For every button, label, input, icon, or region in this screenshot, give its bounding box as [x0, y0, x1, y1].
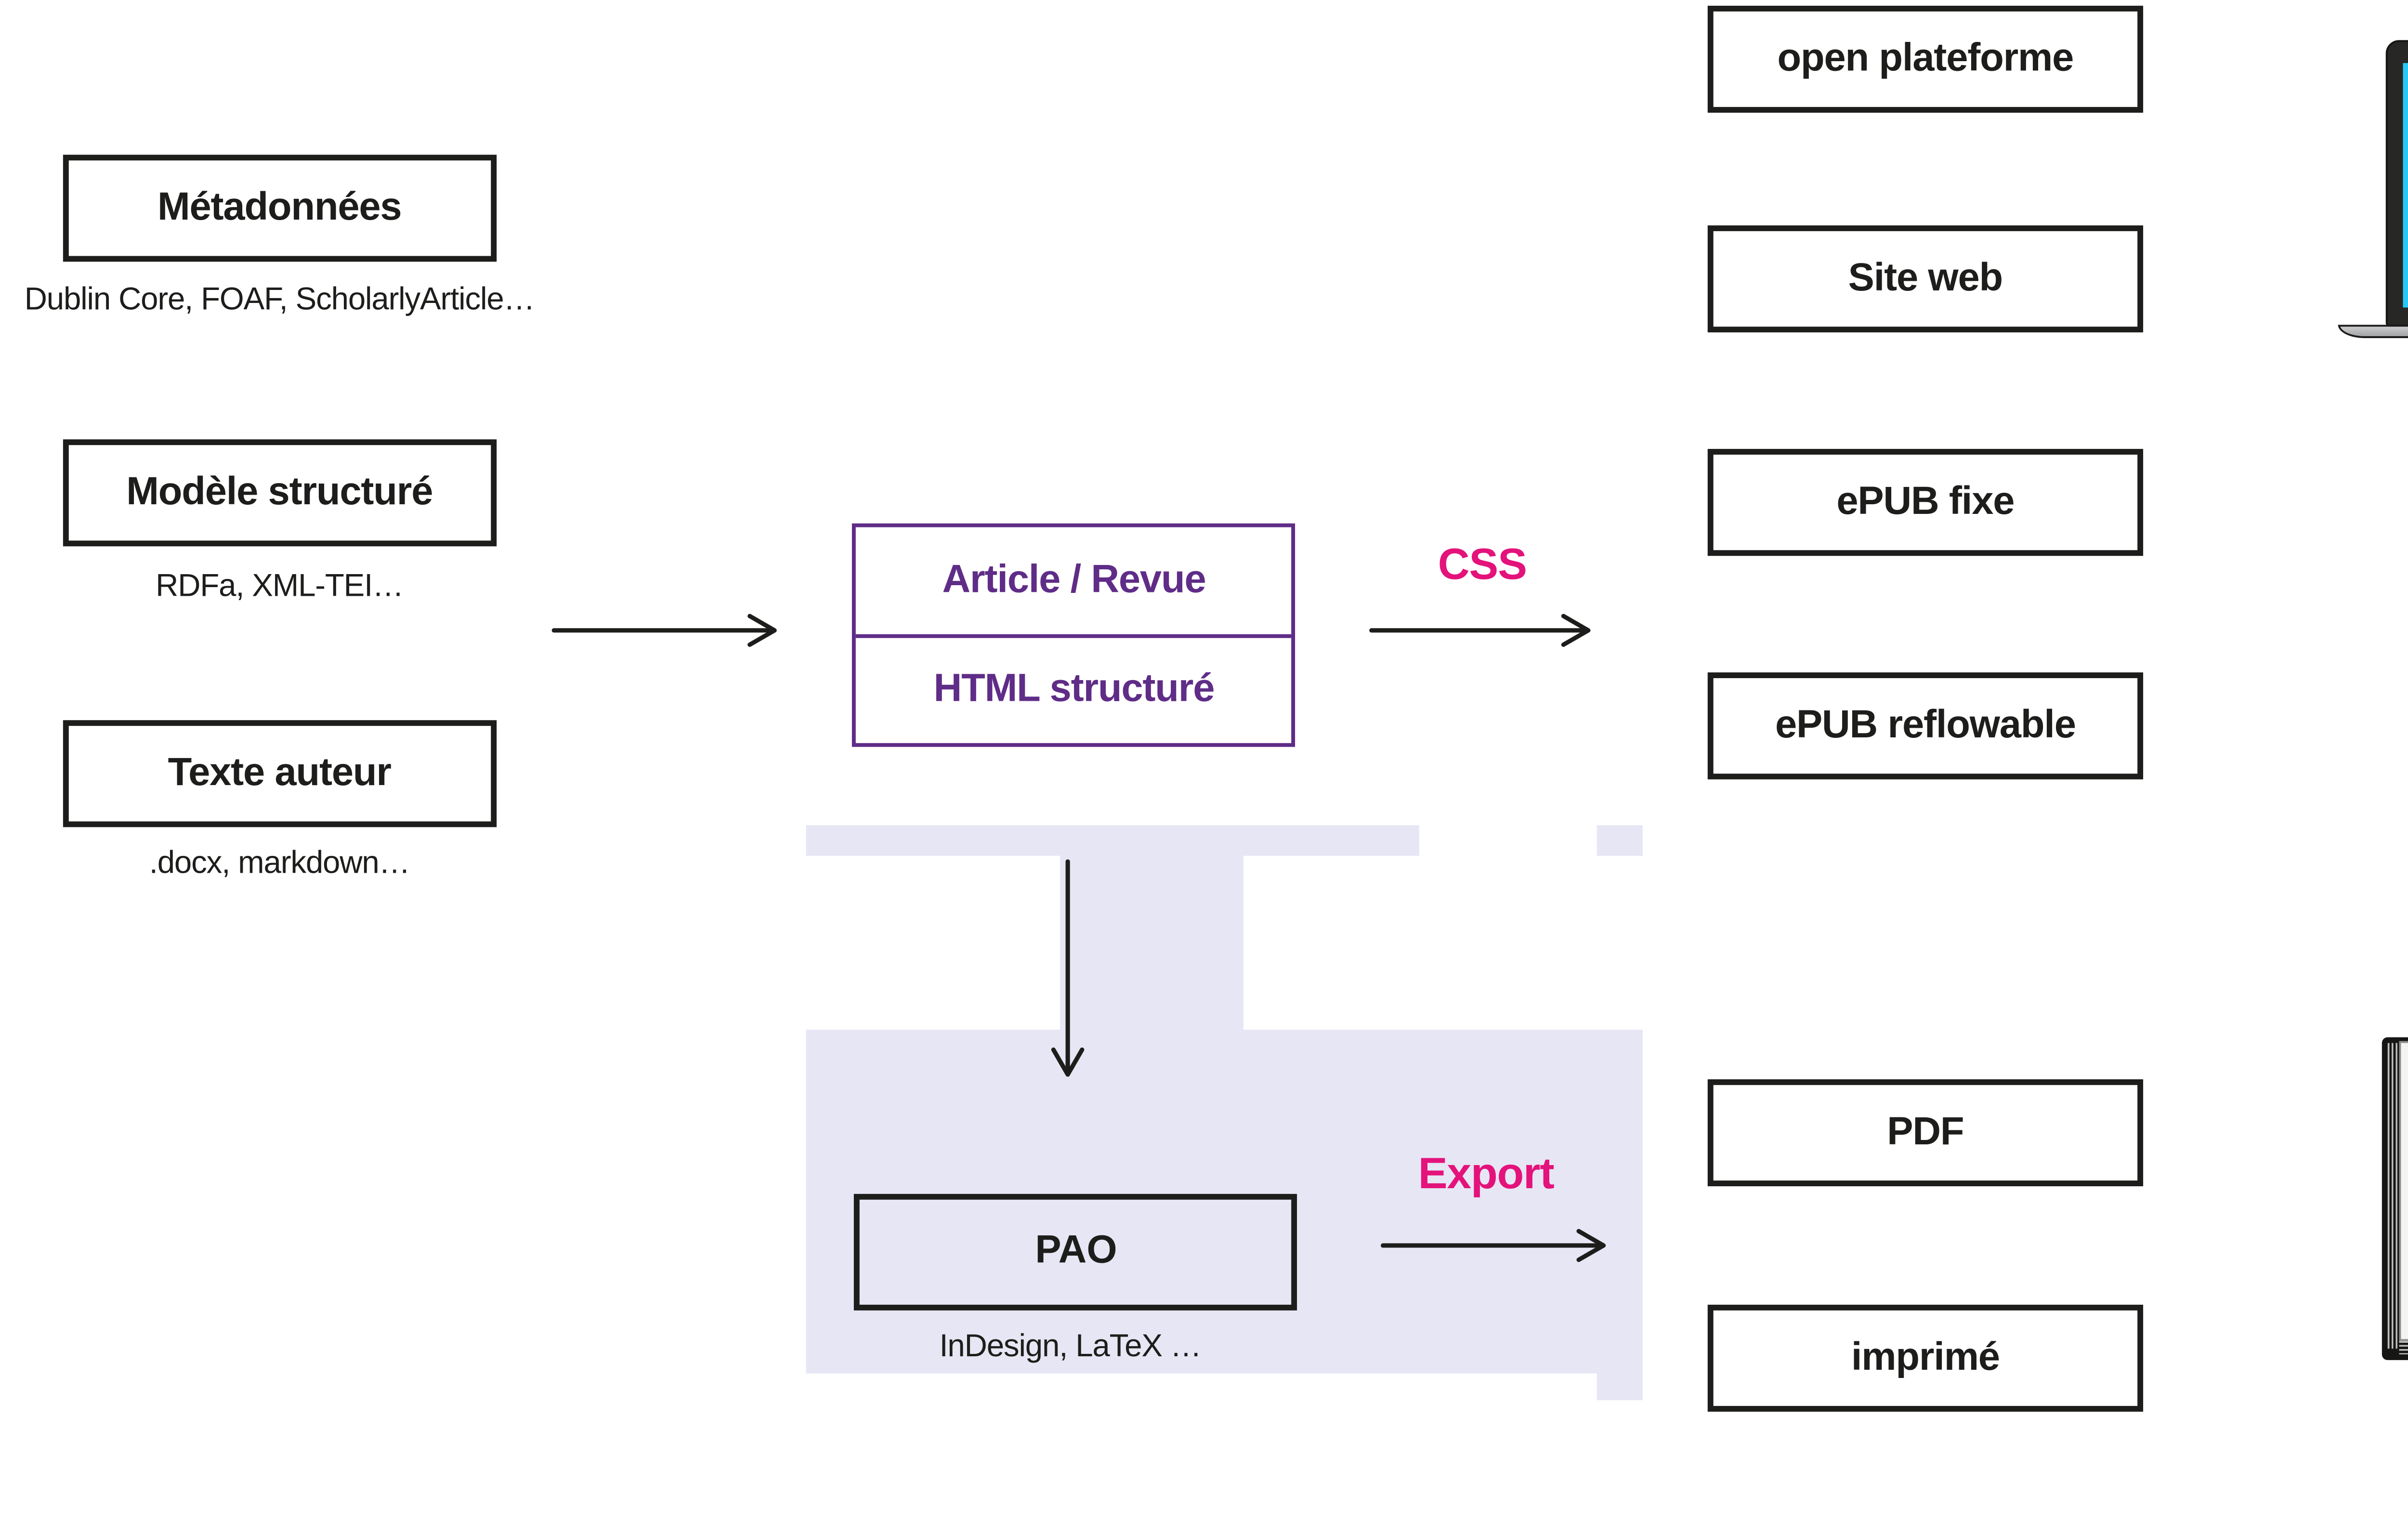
- book-page-edges-bottom: [2398, 1340, 2408, 1354]
- input-label-texte-auteur: Texte auteur: [168, 750, 392, 795]
- output-label-site-web: Site web: [1848, 255, 2003, 300]
- laptop-icon: [2385, 40, 2408, 327]
- pao-zone-bottom-fragment: [1597, 1372, 1644, 1400]
- input-sublabel-texte-auteur: .docx, markdown…: [149, 845, 410, 880]
- output-box-pdf: PDF: [1708, 1079, 2143, 1187]
- flow-label-export: Export: [1418, 1148, 1555, 1198]
- input-box-texte-auteur: Texte auteur: [63, 720, 497, 827]
- input-sublabel-modele-structure: RDFa, XML-TEI…: [156, 569, 404, 604]
- book-page-edges-left: [2387, 1042, 2399, 1348]
- output-box-open-plateforme: open plateforme: [1708, 4, 2143, 112]
- central-box-article-html: Article / Revue HTML structuré: [852, 524, 1296, 747]
- arrow-inputs-to-html: [551, 613, 777, 646]
- pao-zone-main: [806, 1028, 1643, 1373]
- arrow-head: [747, 613, 777, 646]
- input-label-modele-structure: Modèle structuré: [126, 469, 433, 513]
- output-label-epub-fixe: ePUB fixe: [1836, 480, 2015, 524]
- output-box-site-web: Site web: [1708, 224, 2143, 332]
- pao-zone-band-fragment: [1597, 826, 1644, 856]
- input-label-metadonnees: Métadonnées: [157, 185, 402, 230]
- output-label-imprime: imprimé: [1851, 1336, 2000, 1380]
- output-box-imprime: imprimé: [1708, 1305, 2143, 1413]
- arrow-head: [1576, 1229, 1606, 1262]
- arrow-export-to-outputs: [1380, 1229, 1606, 1262]
- arrow-head: [1050, 1047, 1084, 1077]
- book-left-page: [2398, 1040, 2408, 1340]
- flow-label-css: CSS: [1438, 538, 1527, 589]
- laptop-screen: [2403, 63, 2408, 308]
- pao-sublabel: InDesign, LaTeX …: [939, 1330, 1202, 1364]
- output-label-open-plateforme: open plateforme: [1777, 35, 2074, 79]
- arrow-css-to-outputs: [1369, 613, 1591, 646]
- laptop-base: [2338, 324, 2408, 339]
- central-cell-article-revue: Article / Revue: [856, 528, 1292, 638]
- output-label-pdf: PDF: [1887, 1110, 1964, 1154]
- pao-zone-column: [1060, 853, 1243, 1030]
- output-box-epub-fixe: ePUB fixe: [1708, 449, 2143, 556]
- input-box-metadonnees: Métadonnées: [63, 155, 497, 262]
- output-label-epub-reflowable: ePUB reflowable: [1775, 703, 2076, 747]
- arrow-head: [1561, 613, 1591, 646]
- pao-zone-band: [806, 826, 1419, 856]
- arrow-html-to-pao: [1050, 859, 1084, 1077]
- pao-box: PAO: [854, 1193, 1298, 1311]
- open-book-icon: [2382, 1036, 2408, 1360]
- input-box-modele-structure: Modèle structuré: [63, 438, 497, 546]
- pao-label: PAO: [1035, 1229, 1117, 1273]
- central-cell-html-structure: HTML structuré: [933, 667, 1215, 712]
- input-sublabel-metadonnees: Dublin Core, FOAF, ScholarlyArticle…: [24, 282, 535, 317]
- output-box-epub-reflowable: ePUB reflowable: [1708, 672, 2143, 780]
